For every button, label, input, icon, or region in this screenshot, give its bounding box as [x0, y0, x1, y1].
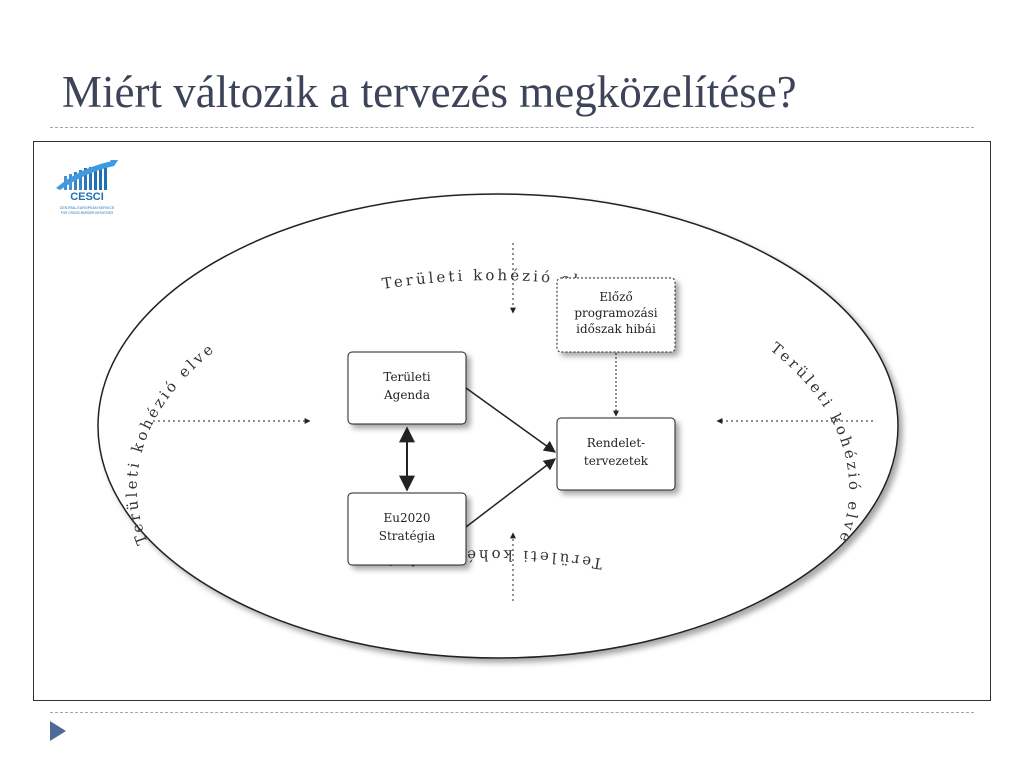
box-regulation-drafts: Rendelet- tervezetek: [556, 417, 676, 491]
box-territorial-agenda: Területi Agenda: [347, 351, 467, 425]
footer-divider: [50, 712, 974, 713]
svg-text:Agenda: Agenda: [383, 388, 430, 402]
box-previous-period-errors: Előző programozási időszak hibái: [556, 277, 676, 353]
arrow-eu2020-to-drafts: [465, 458, 556, 528]
arrow-agenda-to-drafts: [465, 387, 556, 453]
svg-text:időszak hibái: időszak hibái: [576, 322, 656, 336]
logo-name: CESCI: [70, 191, 104, 203]
box-eu2020-strategy: Eu2020 Stratégia: [347, 492, 467, 566]
svg-text:tervezetek: tervezetek: [584, 454, 649, 468]
svg-text:programozási: programozási: [574, 306, 657, 320]
svg-text:Területi: Területi: [383, 370, 430, 384]
slide-title: Miért változik a tervezés megközelítése?: [62, 67, 797, 117]
play-triangle-icon: [50, 721, 66, 741]
svg-text:Eu2020: Eu2020: [383, 511, 430, 525]
logo-line2: FOR CROSS-BORDER INITIATIVES: [61, 211, 114, 215]
logo-line1: CENTRAL EUROPEAN SERVICE: [60, 206, 115, 210]
svg-text:Rendelet-: Rendelet-: [587, 436, 645, 450]
svg-text:Stratégia: Stratégia: [379, 529, 436, 543]
cohesion-diagram: Területi kohézió elve Területi kohézió e…: [97, 193, 899, 659]
logo-bars-icon: [56, 160, 118, 190]
svg-text:Előző: Előző: [599, 290, 632, 304]
title-divider: [50, 127, 974, 128]
cohesion-ellipse: [97, 193, 899, 659]
cesci-logo: CESCI CENTRAL EUROPEAN SERVICE FOR CROSS…: [56, 160, 118, 215]
